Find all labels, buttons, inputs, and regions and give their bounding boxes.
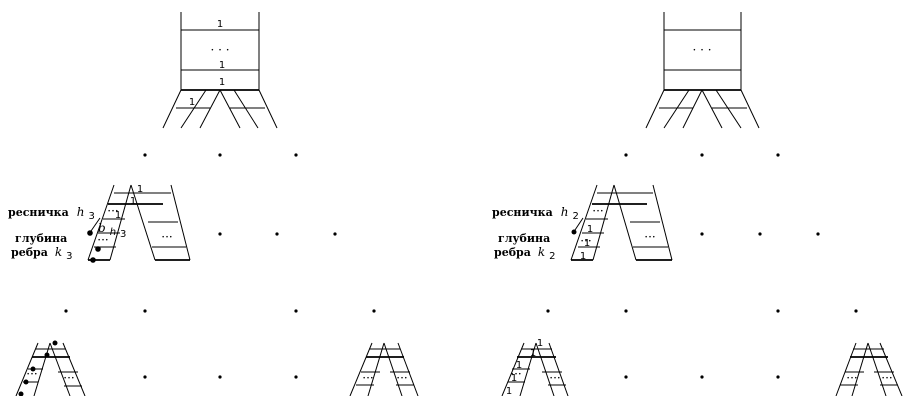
top-left-label-1a: 1 (217, 19, 223, 30)
bottom-left-tree: ··· ··· (15, 340, 86, 396)
middle-right-ellipsis-a: ··· (592, 204, 603, 218)
top-right-ellipsis: · · · (692, 43, 711, 57)
bottom-center-right-label-1b: 1 (530, 348, 536, 359)
middle-right-tree: ··· ··· ··· 1 1 1 (570, 184, 673, 262)
dot (218, 375, 222, 379)
middle-right-label-1c: 1 (580, 251, 586, 262)
ellipsis-dots (64, 153, 858, 379)
dot (758, 232, 762, 236)
bottom-center-left-ellipsis-a: ··· (362, 371, 373, 385)
top-left-tree: 1 · · · 1 1 1 (162, 12, 278, 129)
dot (816, 232, 820, 236)
middle-right-labels: ресничка h 2 глубина ребра k 2 (492, 203, 579, 262)
dot (546, 309, 550, 313)
dot (624, 153, 628, 157)
dot (143, 153, 147, 157)
right-label-cilium: ресничка h 2 (492, 203, 579, 222)
dot (776, 153, 780, 157)
bottom-left-marker-e (18, 391, 24, 396)
dot (294, 153, 298, 157)
bottom-left-marker-b (44, 352, 50, 358)
dot (64, 309, 68, 313)
bottom-center-left-tree: ··· ··· (349, 342, 419, 396)
left-label-cilium: ресничка h 3 (8, 203, 95, 222)
middle-right-ellipsis-b: ··· (580, 234, 591, 248)
dot (294, 309, 298, 313)
top-right-tree: · · · (645, 12, 760, 129)
middle-left-marker-b (95, 246, 101, 252)
right-label-depth: глубина (498, 232, 550, 245)
dot (700, 232, 704, 236)
dot (275, 232, 279, 236)
bottom-left-marker-c (30, 366, 36, 372)
right-label-edge: ребра k 2 (494, 243, 556, 262)
bottom-center-right-ellipsis-a: ··· (510, 367, 521, 381)
middle-left-labels: ресничка h 3 глубина b h 3 ребра k 3 (8, 203, 126, 262)
middle-left-ellipsis-b: ··· (97, 233, 108, 247)
middle-right-label-1a: 1 (587, 224, 593, 235)
dot (218, 153, 222, 157)
dot (333, 232, 337, 236)
bottom-center-right-label-1c: 1 (516, 360, 522, 371)
middle-left-marker-a (87, 230, 93, 236)
middle-right-label-1b: 1 (584, 238, 590, 249)
middle-left-label-1b: 1 (130, 196, 136, 207)
bottom-center-right-tree: 1 1 1 1 1 ··· ··· (501, 338, 569, 396)
top-left-label-1d: 1 (189, 97, 195, 108)
middle-left-ellipsis-a: ··· (107, 204, 118, 218)
top-left-label-1b: 1 (219, 60, 225, 71)
left-label-depth: глубина (15, 232, 67, 245)
bottom-center-right-label-1d: 1 (511, 373, 517, 384)
bottom-left-ellipsis-b: ··· (63, 371, 74, 385)
bottom-right-ellipsis-b: ··· (881, 371, 892, 385)
dot (624, 309, 628, 313)
dot (700, 375, 704, 379)
middle-left-ellipsis-c: ··· (161, 230, 172, 244)
middle-left-tree: 1 1 1 ··· ··· ··· (87, 184, 191, 263)
bottom-right-tree: ··· ··· (835, 342, 903, 396)
dot (776, 375, 780, 379)
dot (143, 375, 147, 379)
bottom-left-marker-a (52, 340, 58, 346)
dot (776, 309, 780, 313)
bottom-center-right-label-1e: 1 (506, 386, 512, 396)
dot (294, 375, 298, 379)
left-label-edge: ребра k 3 (11, 243, 73, 262)
bottom-center-right-ellipsis-b: ··· (549, 371, 560, 385)
middle-right-ellipsis-c: ··· (644, 230, 655, 244)
dot (624, 375, 628, 379)
bottom-left-ellipsis-a: ··· (26, 367, 37, 381)
middle-left-label-1a: 1 (137, 184, 143, 195)
dot (372, 309, 376, 313)
bottom-right-ellipsis-a: ··· (846, 371, 857, 385)
dot (700, 153, 704, 157)
middle-left-marker-c (90, 257, 96, 263)
top-left-label-1c: 1 (219, 77, 225, 88)
dot (218, 232, 222, 236)
left-label-b: b h 3 (98, 219, 126, 240)
top-left-ellipsis: · · · (210, 43, 229, 57)
bottom-center-left-ellipsis-b: ··· (396, 371, 407, 385)
dot (854, 309, 858, 313)
dot (143, 309, 147, 313)
bottom-center-right-label-1a: 1 (537, 338, 543, 349)
bottom-left-marker-d (23, 379, 29, 385)
middle-right-marker (571, 229, 577, 235)
middle-left-label-1c: 1 (115, 210, 121, 221)
